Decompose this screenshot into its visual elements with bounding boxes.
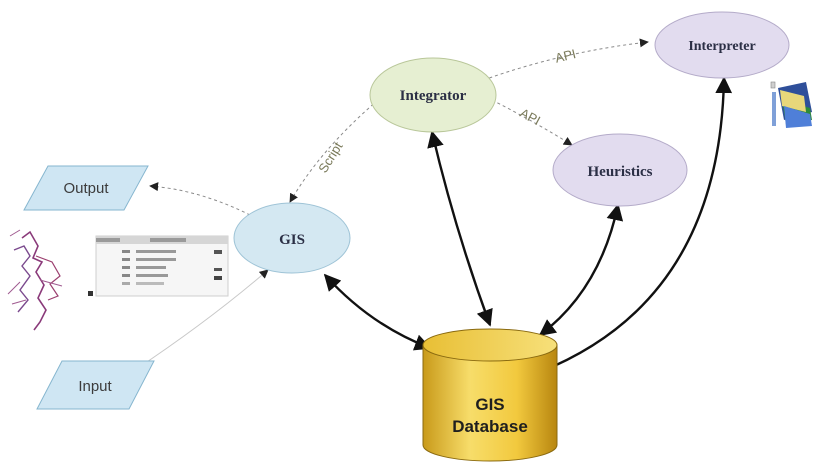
input-label: Input (78, 378, 112, 395)
edge-label-script: Script (315, 139, 346, 175)
integrator-label: Integrator (400, 88, 467, 104)
gis-label: GIS (279, 232, 305, 248)
edge-integrator-gis (289, 99, 379, 203)
bold-edges (323, 76, 733, 375)
input-node[interactable]: Input (36, 360, 155, 410)
integrator-node[interactable]: Integrator (369, 57, 497, 133)
dashed-edges (134, 38, 649, 371)
output-node[interactable]: Output (23, 165, 149, 211)
edge-interpreter-database (538, 76, 733, 375)
gis-node[interactable]: GIS (233, 202, 351, 274)
edge-gis-output (149, 182, 251, 216)
edge-input-gis (134, 269, 269, 371)
interpreter-node[interactable]: Interpreter (654, 11, 790, 79)
edge-label-api-interpreter: API (553, 46, 577, 66)
edge-integrator-interpreter (477, 38, 649, 83)
chart-thumbnail-icon (770, 81, 812, 128)
output-label: Output (63, 180, 109, 197)
heuristics-node[interactable]: Heuristics (552, 133, 688, 207)
gis-database-node[interactable]: GIS Database (422, 328, 558, 462)
database-label-line2: Database (452, 417, 528, 436)
interpreter-label: Interpreter (688, 39, 755, 54)
edge-label-api-heuristics: API (517, 105, 543, 128)
edge-heuristics-database (538, 203, 624, 337)
map-thumbnail-icon (7, 229, 93, 331)
edge-integrator-database (427, 130, 493, 327)
database-label-line1: GIS (475, 395, 504, 414)
table-thumbnail-icon (95, 235, 229, 297)
heuristics-label: Heuristics (588, 164, 653, 180)
edge-gis-database (323, 273, 432, 351)
